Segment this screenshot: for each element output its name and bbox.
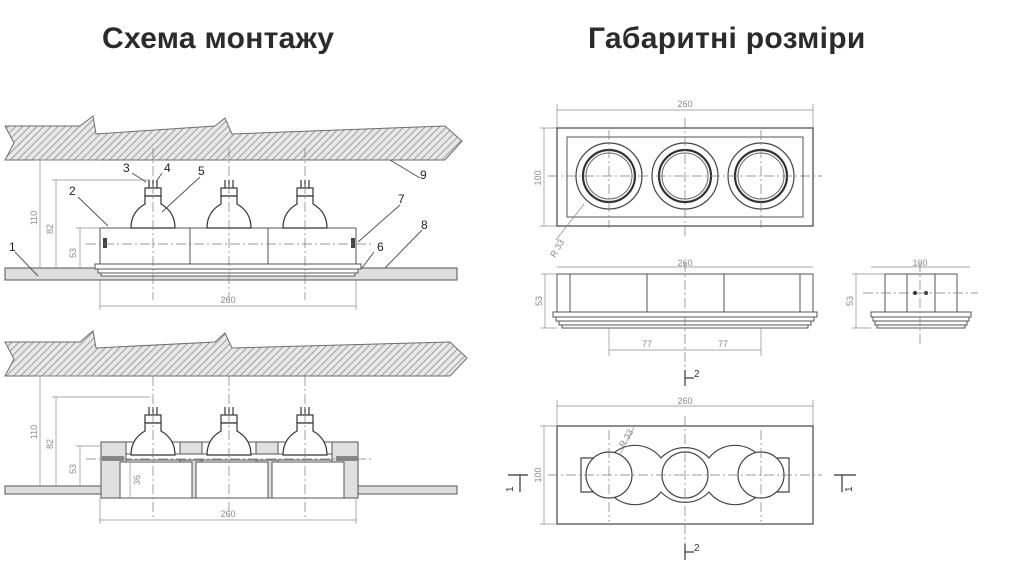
dim-82-bottom: 82 xyxy=(45,439,55,449)
front-view: 260 53 77 77 2 xyxy=(534,258,818,386)
dim-36: 36 xyxy=(132,475,142,485)
ceiling-slab xyxy=(4,115,463,161)
dim-260-plan: 260 xyxy=(677,99,692,109)
mounting-diagram-bottom: 110 82 53 36 260 xyxy=(4,330,468,524)
callout-6: 6 xyxy=(377,240,384,254)
section-1-left: 1 xyxy=(505,486,516,492)
section-2-top: 2 xyxy=(694,369,700,380)
dim-260-bottom: 260 xyxy=(220,509,235,519)
section-2-bottom: 2 xyxy=(694,543,700,554)
callout-3: 3 xyxy=(123,161,130,175)
dim-260-top: 260 xyxy=(220,295,235,305)
section-plan: 260 100 R 33 1 1 2 xyxy=(505,396,856,560)
dim-77-left: 77 xyxy=(642,339,652,349)
dim-82-top: 82 xyxy=(45,224,55,234)
luminaire-body xyxy=(99,227,357,271)
dim-53-side: 53 xyxy=(845,296,855,306)
dim-100-section: 100 xyxy=(533,467,543,482)
dim-260-section: 260 xyxy=(677,396,692,406)
dimensions-title: Габаритні розміри xyxy=(588,22,866,55)
callout-4: 4 xyxy=(164,161,171,175)
callout-1: 1 xyxy=(9,240,16,254)
dim-100-plan: 100 xyxy=(533,170,543,185)
ceiling-slab-2 xyxy=(4,330,468,377)
callout-2: 2 xyxy=(69,184,76,198)
plan-view-top: 260 100 R 33 xyxy=(533,99,822,259)
dim-r33-plan: R 33 xyxy=(548,238,566,259)
callout-7: 7 xyxy=(398,192,405,206)
mounting-diagram-top: 110 82 53 260 1 2 3 4 5 6 7 8 9 xyxy=(4,115,463,310)
callout-8: 8 xyxy=(421,218,428,232)
dim-53-bottom: 53 xyxy=(68,464,78,474)
section-1-right: 1 xyxy=(844,486,855,492)
dim-77-right: 77 xyxy=(718,339,728,349)
dim-53-top: 53 xyxy=(68,248,78,258)
callout-5: 5 xyxy=(198,164,205,178)
side-view: 100 53 xyxy=(845,258,978,344)
dim-53-front: 53 xyxy=(534,296,544,306)
callout-9: 9 xyxy=(420,168,427,182)
dim-110-top: 110 xyxy=(29,211,39,225)
dim-110-bottom: 110 xyxy=(29,425,39,439)
mounting-scheme-title: Схема монтажу xyxy=(102,22,335,55)
